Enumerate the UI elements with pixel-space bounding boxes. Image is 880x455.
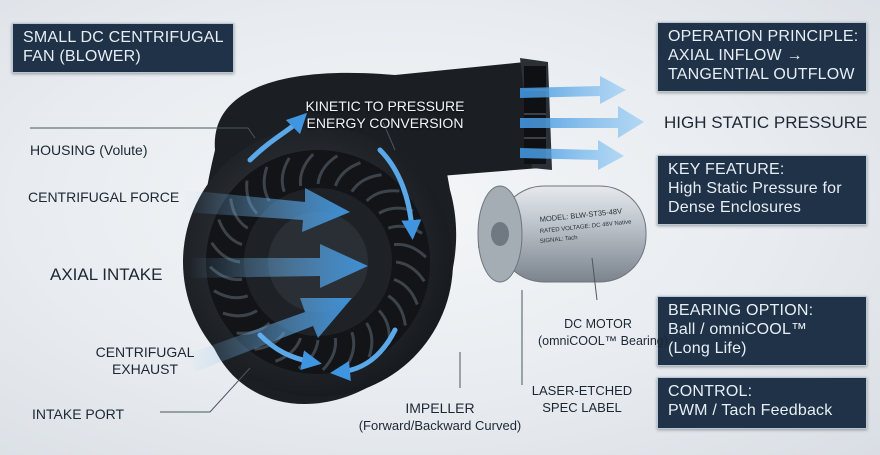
bearing-line-3: (Long Life) (668, 340, 747, 357)
impeller-blade (350, 173, 382, 193)
kinetic-energy-label: KINETIC TO PRESSURE ENERGY CONVERSION (300, 98, 470, 132)
laser-line-2: SPEC LABEL (542, 400, 622, 415)
dc-motor-line-1: DC MOTOR (564, 317, 632, 331)
key-feature-title: KEY FEATURE: (668, 161, 785, 178)
dc-motor-line-2: (omniCOOL™ Bearing) (538, 334, 668, 348)
rotation-arrows (247, 112, 422, 381)
impeller-blade (274, 337, 303, 363)
impeller-line-2: (Forward/Backward Curved) (358, 418, 522, 433)
motor-spec-line-3: SIGNAL: Tach (540, 235, 578, 245)
key-feature-line-2: High Static Pressure for (668, 180, 842, 197)
laser-etched-label: LASER-ETCHED SPEC LABEL (522, 382, 642, 416)
impeller-blade (333, 161, 362, 187)
intake-port-label: INTAKE PORT (32, 406, 125, 422)
impeller-blade (365, 189, 400, 203)
axial-intake-label: AXIAL INTAKE (50, 265, 163, 284)
control-box: CONTROL: PWM / Tach Feedback (657, 377, 867, 429)
operation-title: OPERATION PRINCIPLE: (668, 28, 859, 45)
kinetic-line-2: ENERGY CONVERSION (306, 115, 464, 131)
impeller-blade (365, 322, 374, 358)
bearing-line-2: Ball / omniCOOL™ (668, 321, 808, 338)
dc-motor-label: DC MOTOR (omniCOOL™ Bearing) (538, 316, 668, 350)
title-line-2: FAN (BLOWER) (23, 48, 141, 65)
intake-airflow (182, 188, 368, 372)
centrifugal-force-label: CENTRIFUGAL FORCE (28, 189, 180, 205)
impeller-blade (217, 218, 243, 247)
impeller-blade (213, 289, 249, 300)
title-box: SMALL DC CENTRIFUGAL FAN (BLOWER) (12, 23, 234, 73)
laser-line-1: LASER-ETCHED (531, 383, 633, 398)
operation-line-2: AXIAL INFLOW → (668, 47, 803, 64)
operation-line-3: TANGENTIAL OUTFLOW (668, 66, 855, 83)
title-line-1: SMALL DC CENTRIFUGAL (23, 29, 224, 46)
impeller-blade (387, 294, 407, 326)
centrifugal-exhaust-label: CENTRIFUGAL EXHAUST (85, 344, 205, 378)
callout-lines (30, 121, 598, 413)
kinetic-line-1: KINETIC TO PRESSURE (305, 98, 465, 114)
control-line-2: PWM / Tach Feedback (668, 402, 833, 419)
dc-motor (477, 185, 647, 283)
impeller-blade (321, 337, 338, 371)
impeller-line-1: IMPELLER (405, 400, 475, 416)
impeller-blade (393, 277, 419, 306)
housing-label: HOUSING (Volute) (30, 142, 148, 158)
impeller-label: IMPELLER (Forward/Backward Curved) (340, 400, 540, 434)
bearing-option-box: BEARING OPTION: Ball / omniCOOL™ (Long L… (657, 296, 867, 366)
high-static-pressure-label: HIGH STATIC PRESSURE (664, 113, 868, 132)
operation-principle-box: OPERATION PRINCIPLE: AXIAL INFLOW → TANG… (657, 22, 867, 92)
impeller-blade (393, 242, 427, 259)
control-title: CONTROL: (668, 383, 753, 400)
centrifugal-exhaust-line-1: CENTRIFUGAL (95, 344, 195, 360)
impeller-blade (298, 153, 315, 187)
centrifugal-exhaust-line-2: EXHAUST (111, 361, 179, 377)
bearing-title: BEARING OPTION: (668, 302, 814, 319)
key-feature-line-3: Dense Enclosures (668, 199, 802, 216)
impeller-blade (222, 309, 258, 318)
impeller-blade (316, 154, 339, 185)
key-feature-box: KEY FEATURE: High Static Pressure for De… (657, 155, 867, 225)
impeller-blade (395, 260, 426, 283)
outlet-airflow (520, 76, 644, 170)
impeller-blade (280, 157, 291, 193)
